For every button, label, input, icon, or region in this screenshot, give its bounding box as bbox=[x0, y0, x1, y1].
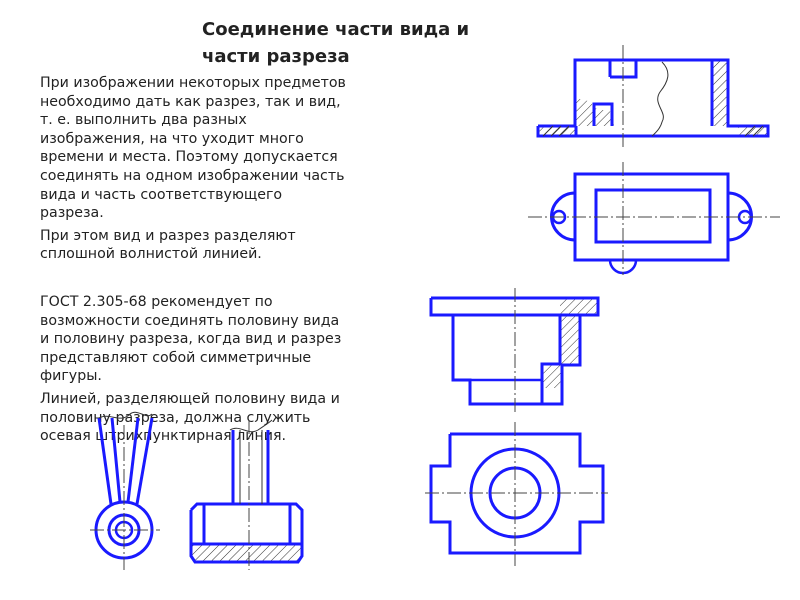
text-block-top: При изображении некоторых предметов необ… bbox=[40, 74, 385, 268]
p4-line: Линией, разделяющей половину вида и bbox=[40, 390, 340, 407]
p3-line: представляют собой симметричные bbox=[40, 349, 312, 366]
slide-title: Соединение части вида и части разреза bbox=[202, 16, 532, 70]
text-block-bottom: ГОСТ 2.305-68 рекомендует по возможности… bbox=[40, 293, 385, 450]
paragraph-2: При этом вид и разрез разделяют сплошной… bbox=[40, 227, 385, 264]
p1-line: соединять на одном изображении часть bbox=[40, 167, 345, 184]
paragraph-3: ГОСТ 2.305-68 рекомендует по возможности… bbox=[40, 293, 385, 386]
p1-line: необходимо дать как разрез, так и вид, bbox=[40, 93, 341, 110]
p1-line: При изображении некоторых предметов bbox=[40, 75, 346, 91]
p3-line: ГОСТ 2.305-68 рекомендует по bbox=[40, 294, 273, 310]
p1-line: разреза. bbox=[40, 205, 104, 222]
p1-line: времени и места. Поэтому допускается bbox=[40, 149, 338, 166]
p4-line: половину разреза, должна служить bbox=[40, 409, 311, 426]
title-line-2: части разреза bbox=[202, 46, 350, 67]
drawing-ring-view bbox=[425, 422, 608, 566]
drawing-top-view bbox=[528, 162, 780, 275]
p1-line: изображения, на что уходит много bbox=[40, 130, 304, 147]
p3-line: возможности соединять половину вида bbox=[40, 312, 340, 329]
paragraph-1: При изображении некоторых предметов необ… bbox=[40, 74, 385, 223]
p2-line: При этом вид и разрез разделяют bbox=[40, 227, 296, 244]
drawing-front-view-partial-section bbox=[536, 45, 770, 148]
drawing-lever bbox=[90, 411, 160, 570]
p1-line: т. е. выполнить два разных bbox=[40, 112, 247, 129]
title-line-1: Соединение части вида и bbox=[202, 19, 470, 40]
p1-line: вида и часть соответствующего bbox=[40, 186, 283, 203]
p3-line: и половину разреза, когда вид и разрез bbox=[40, 331, 342, 348]
drawing-half-section bbox=[429, 288, 600, 414]
p2-line: сплошной волнистой линией. bbox=[40, 246, 262, 263]
drawing-shaft-flange bbox=[189, 419, 304, 570]
p3-line: фигуры. bbox=[40, 368, 102, 385]
